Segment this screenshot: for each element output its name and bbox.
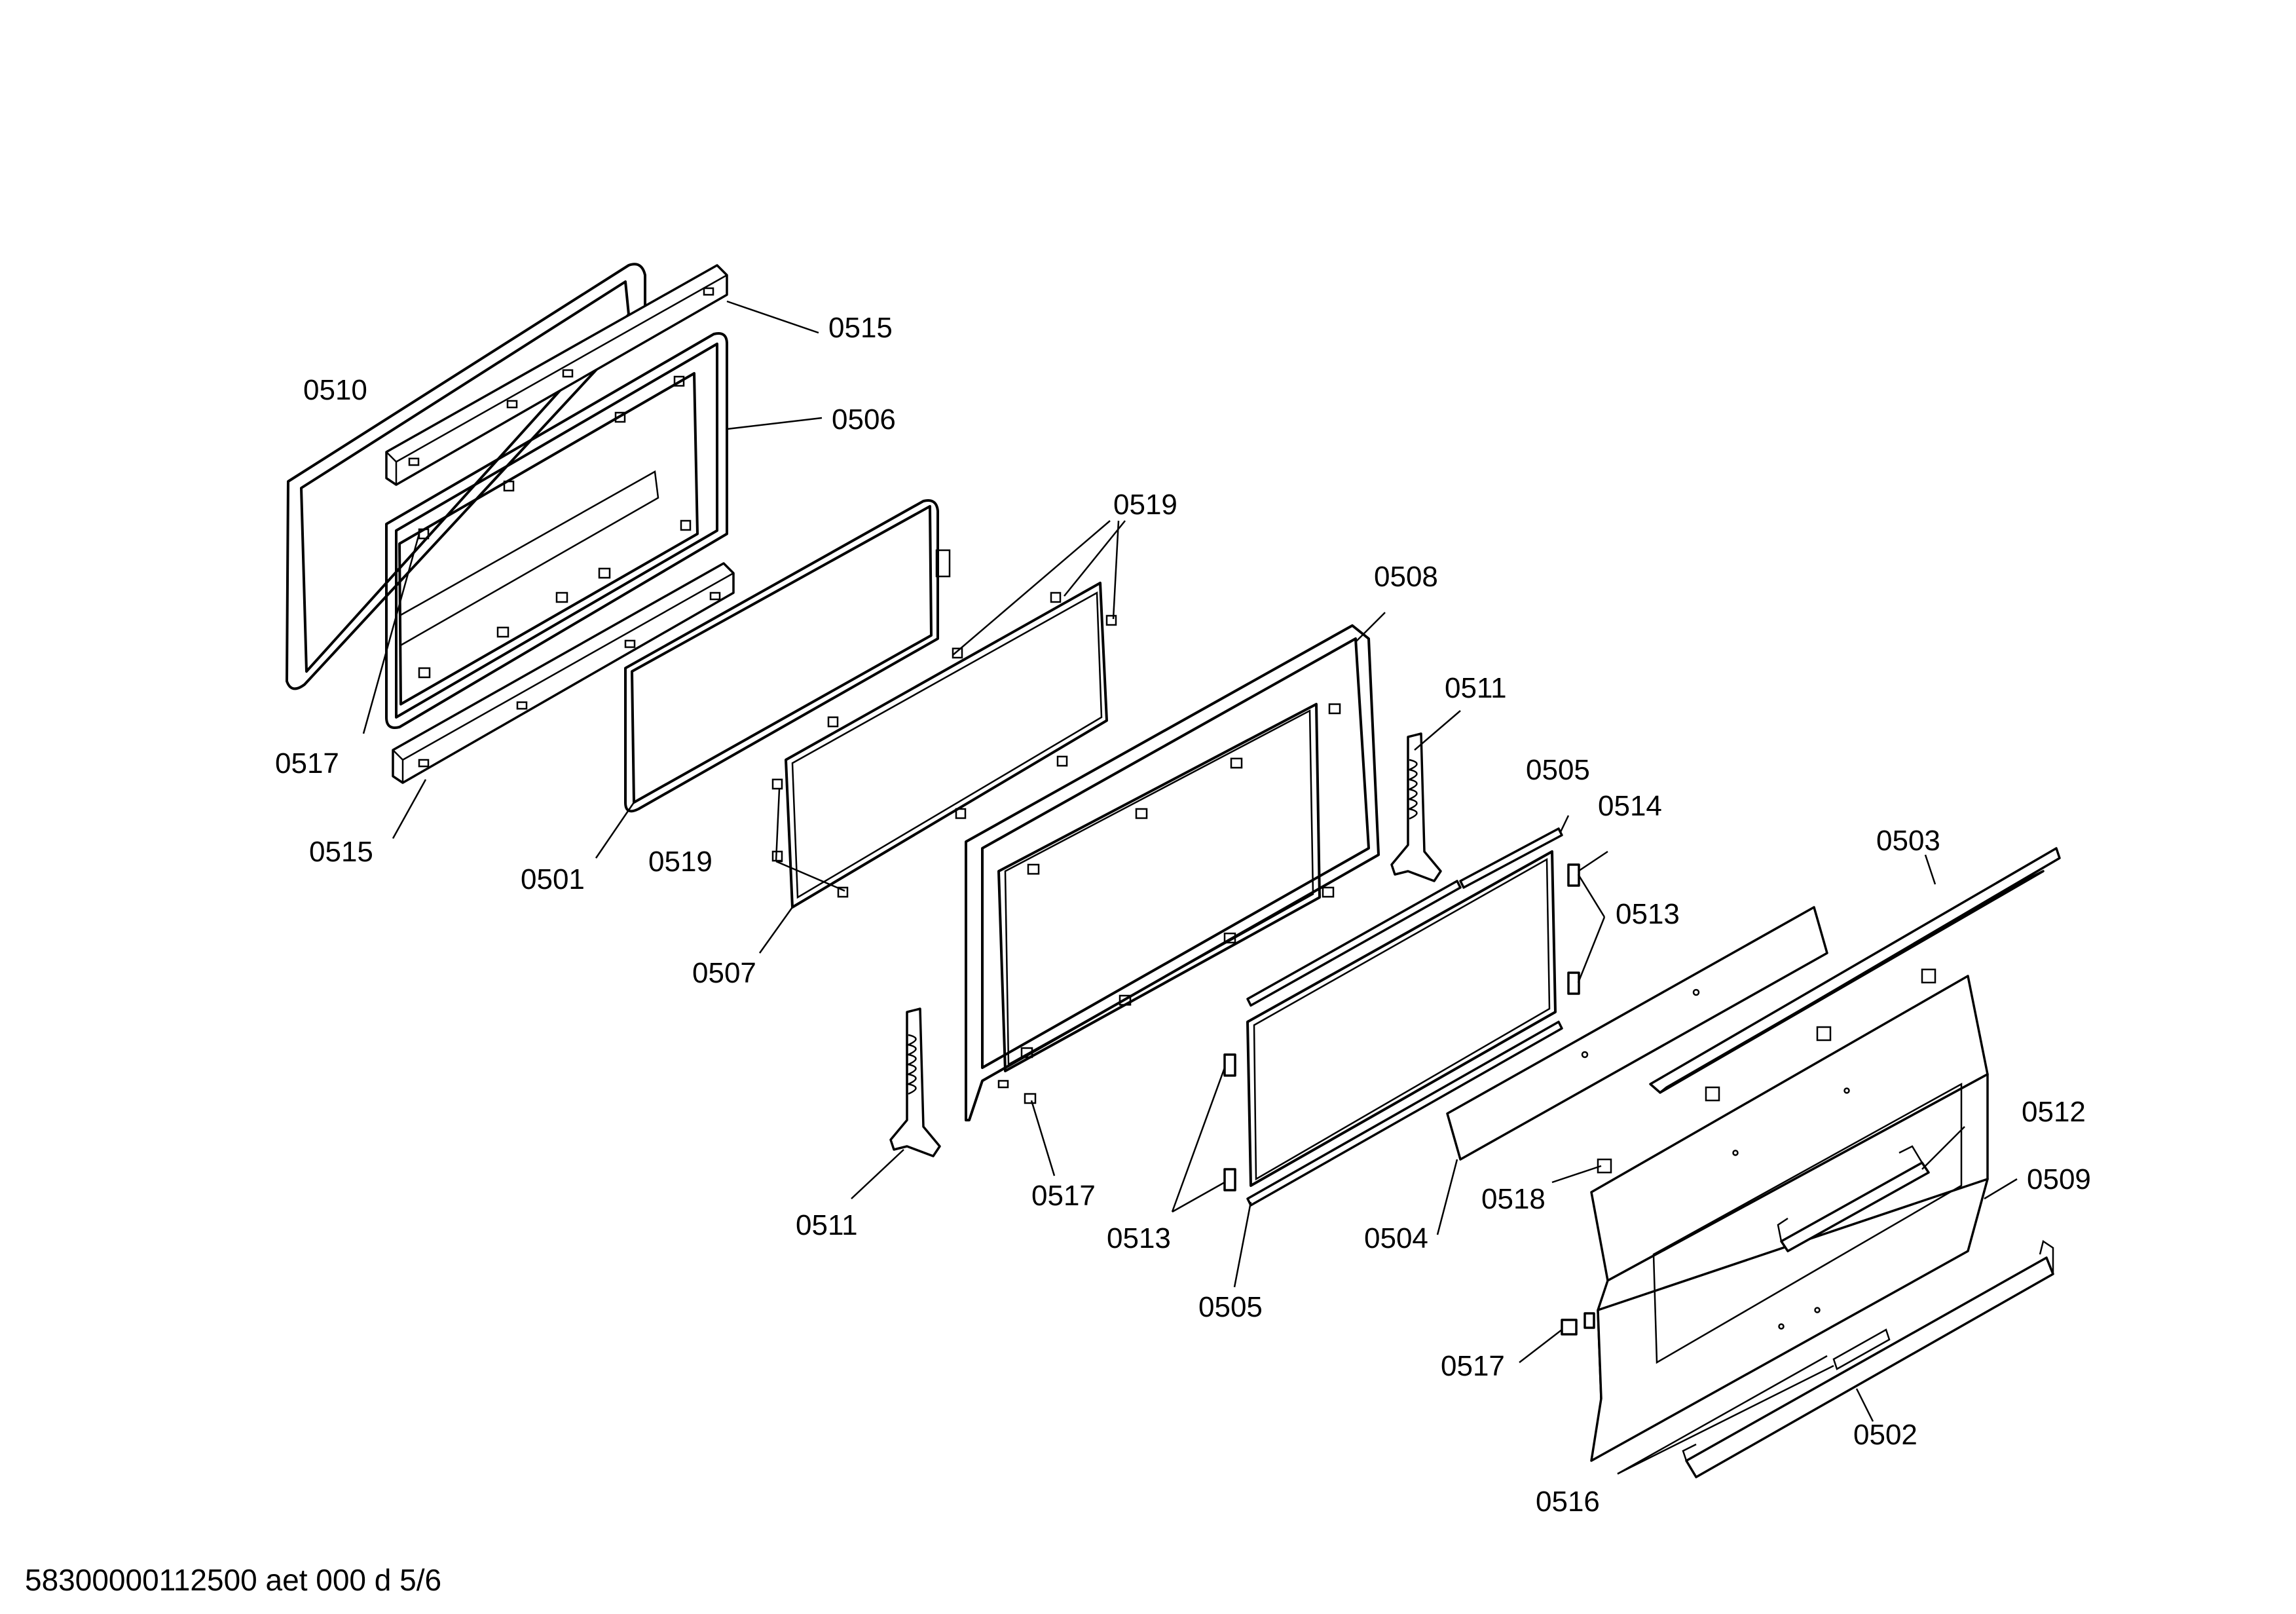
label-0512: 0512 bbox=[2022, 1096, 2086, 1128]
label-0517-left: 0517 bbox=[275, 747, 339, 779]
part-0508-door-frame bbox=[965, 624, 1380, 1121]
part-labels: 0510 0515 0506 0519 0508 0517 0515 0501 … bbox=[275, 312, 2091, 1518]
label-0517-mid: 0517 bbox=[1031, 1180, 1096, 1212]
label-0501: 0501 bbox=[521, 863, 585, 895]
label-0516: 0516 bbox=[1536, 1486, 1600, 1518]
part-0515-bottom-strip bbox=[392, 562, 735, 784]
label-0515-top: 0515 bbox=[828, 312, 893, 344]
part-0503-top-rail bbox=[1649, 847, 2061, 1094]
part-0509-outer-door bbox=[1590, 968, 1989, 1462]
label-0505-bottom: 0505 bbox=[1198, 1291, 1263, 1323]
label-0513-bottom: 0513 bbox=[1107, 1222, 1171, 1254]
label-0519-bottom: 0519 bbox=[648, 846, 713, 878]
label-0509: 0509 bbox=[2027, 1163, 2091, 1195]
part-0513-0514-clips bbox=[1223, 863, 1580, 1192]
label-0510: 0510 bbox=[303, 374, 367, 406]
label-0514: 0514 bbox=[1598, 790, 1662, 822]
label-0515-bottom: 0515 bbox=[309, 836, 373, 868]
label-0507: 0507 bbox=[692, 957, 756, 989]
part-0506-inner-frame bbox=[385, 332, 728, 729]
part-0507-glass-panel bbox=[771, 582, 1117, 909]
part-0504-deflector bbox=[1446, 906, 1828, 1161]
part-0515-top-strip bbox=[385, 264, 728, 486]
leader-lines bbox=[362, 300, 2018, 1475]
part-0501-glass-seal bbox=[624, 499, 951, 813]
document-id-footer: 58300000112500 aet 000 d 5/6 bbox=[25, 1563, 441, 1597]
part-0505-strips bbox=[1246, 827, 1563, 1207]
label-0505-top: 0505 bbox=[1526, 754, 1590, 786]
label-0511-bottom: 0511 bbox=[796, 1209, 858, 1241]
label-0504: 0504 bbox=[1364, 1222, 1428, 1254]
label-0511-top: 0511 bbox=[1445, 672, 1507, 704]
label-0502: 0502 bbox=[1853, 1419, 1917, 1451]
part-inner-glass bbox=[1246, 850, 1557, 1187]
part-0502-bottom-rail bbox=[1682, 1239, 2054, 1478]
label-0513-right: 0513 bbox=[1616, 898, 1680, 930]
label-0506: 0506 bbox=[832, 404, 896, 436]
label-0517-right: 0517 bbox=[1441, 1350, 1505, 1382]
label-0519-top: 0519 bbox=[1113, 489, 1177, 521]
part-0511-hinge-right bbox=[1390, 732, 1442, 882]
part-0517-clip bbox=[1561, 1312, 1595, 1336]
part-0511-hinge-left bbox=[889, 1007, 941, 1157]
label-0518: 0518 bbox=[1481, 1183, 1546, 1215]
label-0508: 0508 bbox=[1374, 561, 1438, 593]
label-0503: 0503 bbox=[1876, 825, 1940, 857]
